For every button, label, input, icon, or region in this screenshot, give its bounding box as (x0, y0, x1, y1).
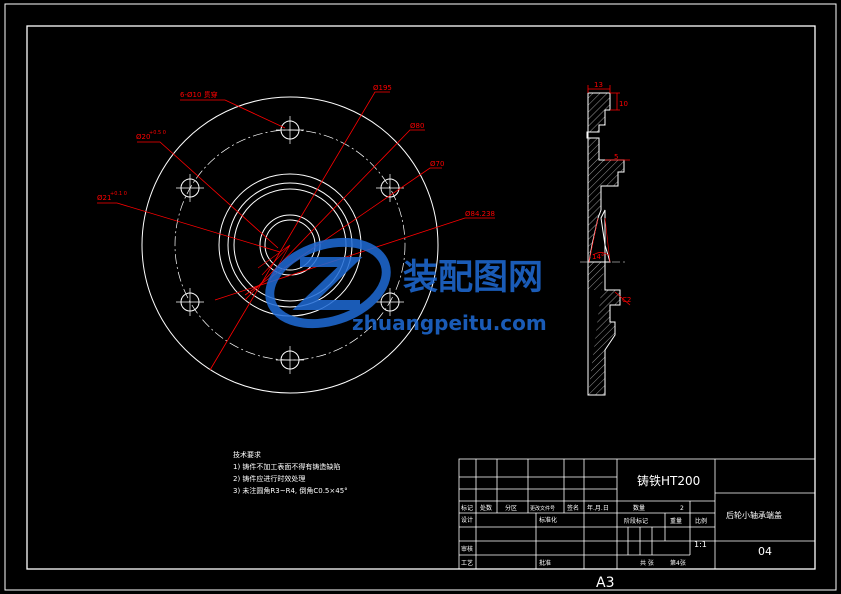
section-dimensions (587, 85, 631, 306)
leader-bolt-holes (180, 99, 286, 129)
standard-label: 标准化 (539, 516, 557, 524)
tech-item: 2) 铸件应进行时效处理 (233, 474, 305, 483)
dim-d-a: Ø20 (136, 133, 150, 141)
stage-label: 阶段标记 (624, 517, 648, 525)
designer-label: 设计 (461, 516, 473, 524)
front-dim-text: 6-Ø10 贯穿 Ø20 +0.5 0 Ø21 +0.1 0 Ø195 Ø80 … (97, 84, 495, 218)
tech-item: 3) 未注圆角R3~R4, 倒角C0.5×45° (233, 486, 348, 495)
watermark-logo-icon (265, 237, 391, 329)
checker-label: 审核 (461, 545, 473, 553)
weight-label: 重量 (670, 517, 682, 525)
row-date: 年.月.日 (587, 504, 609, 512)
watermark-cn: 装配图网 (403, 258, 543, 298)
row-count: 处数 (480, 504, 492, 512)
dim-d2: Ø70 (430, 160, 444, 168)
scale-value: 1:1 (694, 540, 707, 549)
sheet-total: 共 张 (640, 559, 654, 567)
tech-title: 技术要求 (233, 450, 261, 459)
scale-label: 比例 (695, 517, 707, 525)
tech-requirements: 技术要求 1) 铸件不加工表面不得有铸造缺陷 2) 铸件应进行时效处理 3) 未… (233, 450, 348, 495)
leader-d-b (97, 202, 281, 253)
dim-outer: Ø195 (373, 84, 392, 92)
leader-d-a (137, 141, 279, 249)
qty-label: 数量 (633, 504, 645, 512)
title-block-text: 铸铁HT200 后轮小轴承端盖 04 数量 2 阶段标记 重量 比例 1:1 共… (461, 473, 782, 567)
tech-item: 1) 铸件不加工表面不得有铸造缺陷 (233, 462, 340, 471)
watermark-en: zhuangpeitu.com (352, 311, 547, 335)
section-hatch (587, 93, 624, 395)
sheet-no: 第4张 (670, 559, 686, 567)
sheet-size: A3 (596, 575, 614, 591)
watermark: 装配图网 zhuangpeitu.com (265, 237, 547, 335)
dim-groove: 14° (592, 253, 604, 261)
dim-pcd: Ø84.238 (465, 210, 495, 218)
dim-width: 13 (594, 81, 603, 89)
leader-pcd (214, 217, 495, 301)
row-sign: 签名 (567, 504, 579, 512)
outer-frame (4, 3, 837, 591)
process-label: 工艺 (461, 559, 473, 567)
qty-value: 2 (680, 505, 684, 512)
leader-d1 (244, 129, 425, 301)
approve-label: 批准 (539, 559, 551, 567)
row-docno: 更改文件号 (530, 505, 555, 512)
material: 铸铁HT200 (637, 473, 700, 488)
dim-step: 5 (614, 153, 618, 161)
dim-bolt-holes: 6-Ø10 贯穿 (180, 90, 218, 99)
dim-top: 10 (619, 100, 628, 108)
title-block (458, 458, 816, 570)
part-name: 后轮小轴承端盖 (726, 510, 782, 520)
leader-outer (209, 91, 390, 371)
dim-d1: Ø80 (410, 122, 424, 130)
section-dim-text: 13 10 5 14° C2 (592, 81, 631, 304)
inner-frame (26, 25, 816, 570)
dim-chamfer: C2 (622, 296, 631, 304)
hole-centerlines (176, 116, 404, 374)
dim-d-b-tol: +0.1 0 (110, 191, 127, 197)
drawing-no: 04 (758, 545, 772, 558)
row-mark: 标记 (461, 504, 473, 512)
dim-d-b: Ø21 (97, 194, 111, 202)
outer-circle (141, 96, 439, 394)
row-zone: 分区 (505, 504, 517, 512)
dim-d-a-tol: +0.5 0 (149, 130, 166, 136)
